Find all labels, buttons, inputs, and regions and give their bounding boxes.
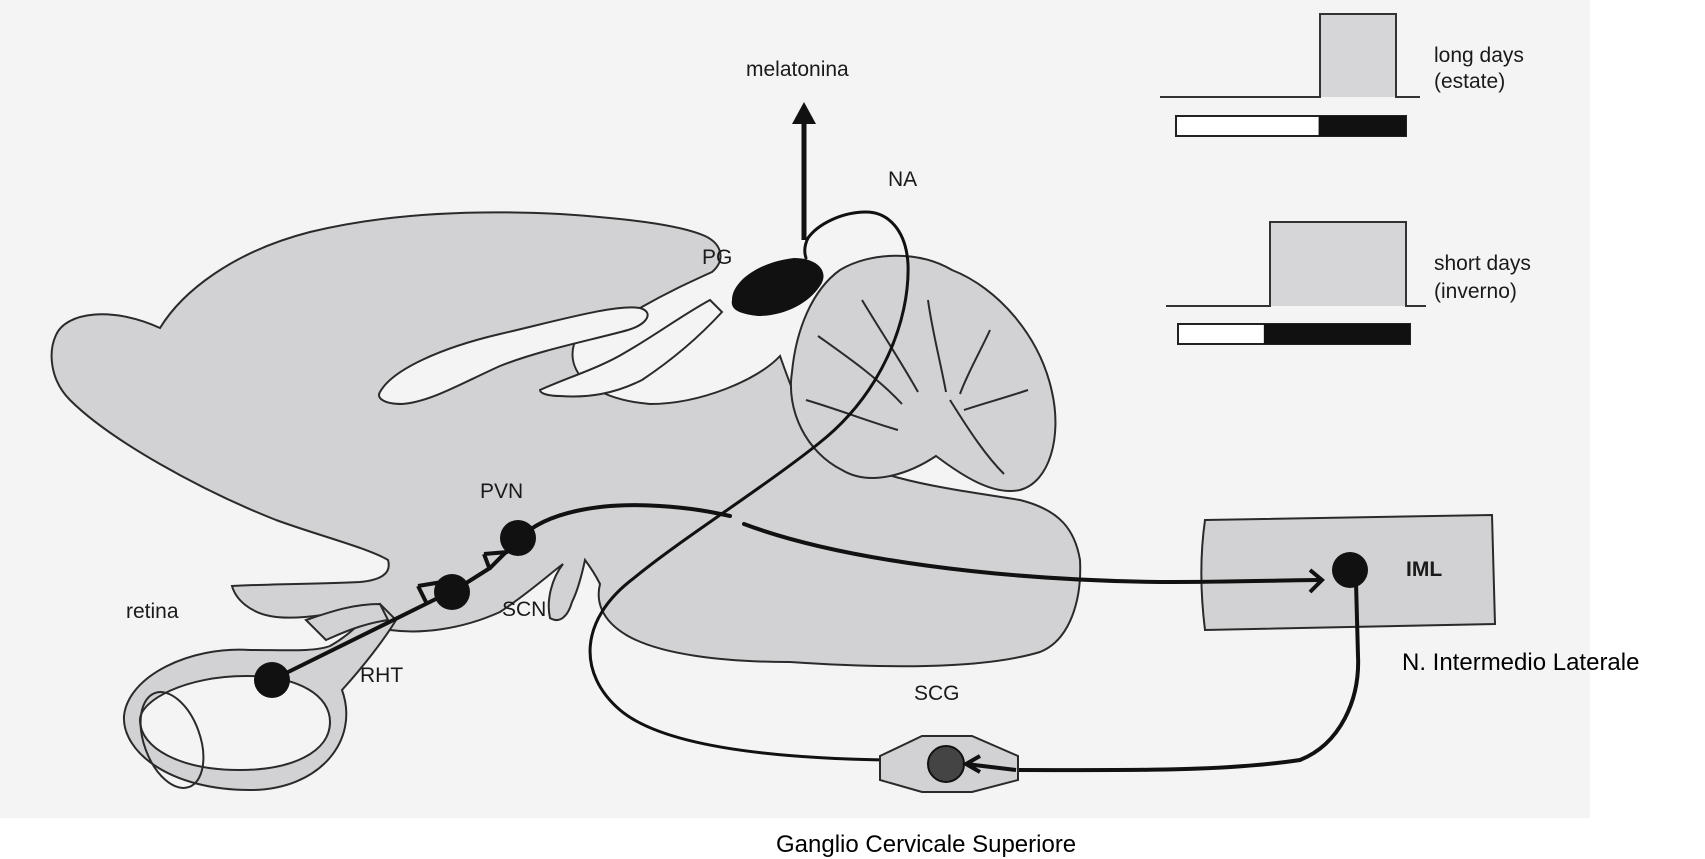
pvn-neuron	[500, 520, 536, 556]
melatonin-label: melatonina	[746, 58, 849, 81]
iml-label: IML	[1406, 558, 1442, 581]
long-days-season-label: (estate)	[1434, 70, 1505, 93]
scn-label: SCN	[502, 598, 546, 621]
scn-neuron	[434, 574, 470, 610]
short-days-label: short days	[1434, 252, 1531, 275]
iml-neuron	[1332, 552, 1368, 588]
na-label: NA	[888, 168, 917, 191]
iml-full-name: N. Intermedio Laterale	[1402, 649, 1639, 676]
retina-label: retina	[126, 600, 179, 623]
retina-neuron	[254, 662, 290, 698]
scg-full-name: Ganglio Cervicale Superiore	[776, 831, 1076, 858]
scg-label: SCG	[914, 682, 960, 705]
long-days-label: long days	[1434, 44, 1524, 67]
short-days-dark-bar	[1264, 324, 1410, 344]
scg-neuron	[928, 746, 964, 782]
rht-label: RHT	[360, 664, 403, 687]
pg-label: PG	[702, 246, 732, 269]
short-days-season-label: (inverno)	[1434, 280, 1517, 303]
long-days-dark-bar	[1319, 116, 1406, 136]
pvn-label: PVN	[480, 480, 523, 503]
